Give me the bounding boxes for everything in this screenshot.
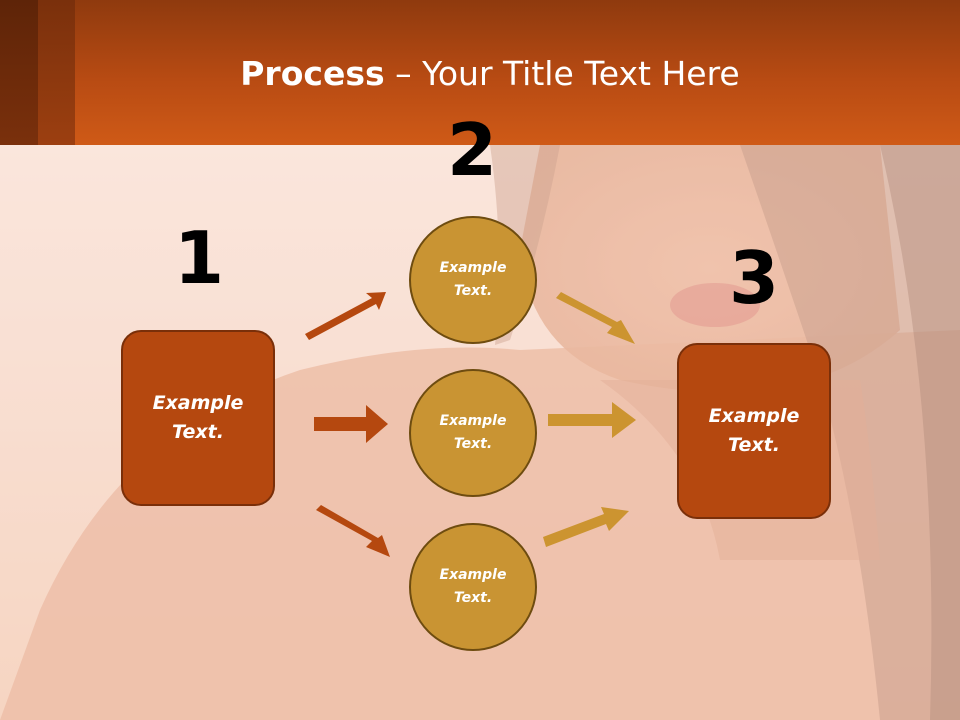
header-accent-strip xyxy=(38,0,75,145)
step-2-circle-3-text: Example Text. xyxy=(439,567,507,606)
step-2-circle-2-text: Example Text. xyxy=(439,413,507,452)
step-number-2: 2 xyxy=(446,108,498,192)
arrow-from-circle-1 xyxy=(556,292,635,344)
arrow-to-circle-1 xyxy=(305,292,386,340)
step-1-box-text: Example Text. xyxy=(152,392,244,443)
arrow-from-circle-3 xyxy=(543,507,629,547)
slide-title: Process – Your Title Text Here xyxy=(75,52,905,96)
slide-title-rest: – Your Title Text Here xyxy=(384,54,740,93)
step-2-circle-3: Example Text. xyxy=(409,523,537,651)
header-band: Process – Your Title Text Here xyxy=(0,0,960,145)
step-number-3: 3 xyxy=(728,236,780,320)
arrow-to-circle-3 xyxy=(316,505,390,557)
arrow-to-circle-2 xyxy=(314,405,388,443)
step-2-circle-1: Example Text. xyxy=(409,216,537,344)
step-3-box-text: Example Text. xyxy=(708,405,800,456)
step-2-circle-1-text: Example Text. xyxy=(439,260,507,299)
step-2-circle-2: Example Text. xyxy=(409,369,537,497)
step-3-box: Example Text. xyxy=(677,343,831,519)
header-accent-strip xyxy=(0,0,38,145)
arrow-from-circle-2 xyxy=(548,402,636,438)
slide-title-bold: Process xyxy=(240,54,385,93)
step-1-box: Example Text. xyxy=(121,330,275,506)
step-number-1: 1 xyxy=(173,216,225,300)
